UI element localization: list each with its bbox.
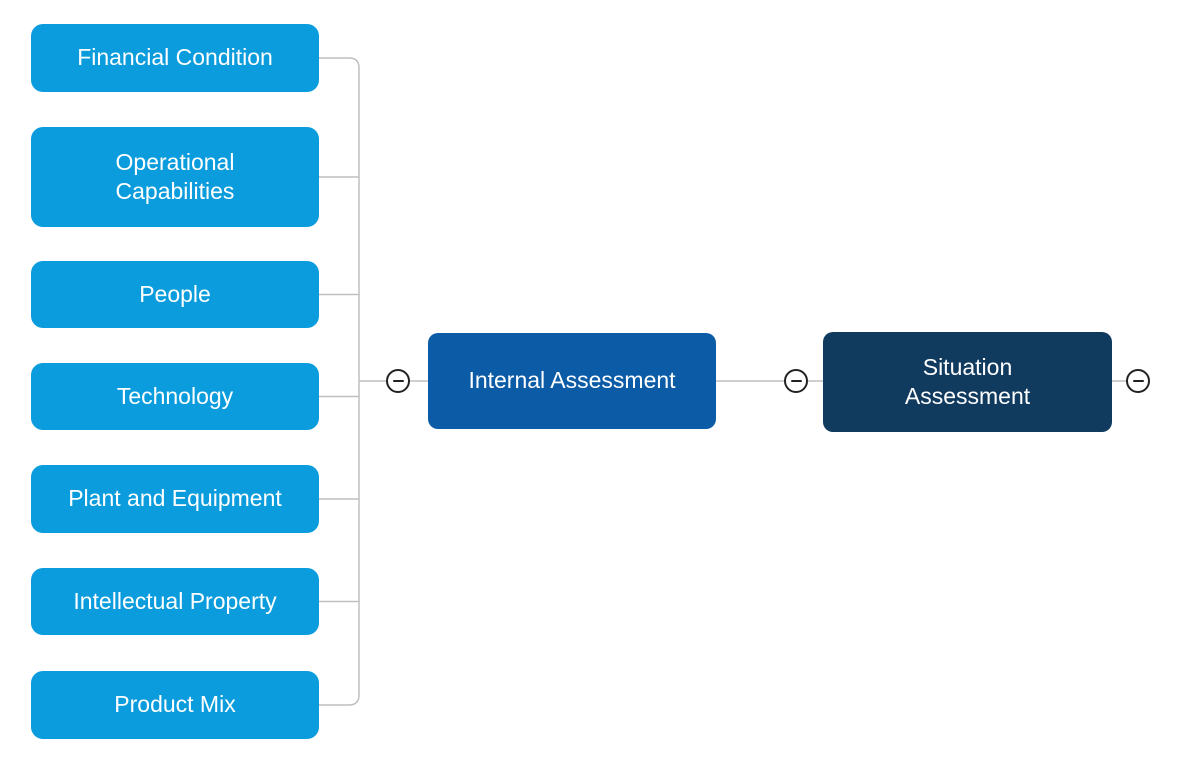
topic-technology[interactable]: Technology — [31, 363, 319, 430]
topic-label: Internal Assessment — [468, 367, 676, 394]
topic-situation-assessment[interactable]: Situation Assessment — [823, 332, 1112, 432]
topic-operational-capabilities[interactable]: Operational Capabilities — [31, 127, 319, 227]
topic-internal-assessment[interactable]: Internal Assessment — [428, 333, 716, 429]
minus-icon — [392, 380, 404, 382]
collapse-toggle-situation-assessment-left[interactable] — [784, 369, 808, 393]
children-bracket-connector — [319, 57, 360, 706]
topic-label: Operational Capabilities — [115, 148, 235, 204]
topic-people[interactable]: People — [31, 261, 319, 328]
topic-label: Situation Assessment — [904, 353, 1031, 409]
topic-label: Intellectual Property — [73, 587, 277, 614]
topic-label: Technology — [116, 382, 234, 409]
topic-financial-condition[interactable]: Financial Condition — [31, 24, 319, 92]
topic-intellectual-property[interactable]: Intellectual Property — [31, 568, 319, 635]
topic-product-mix[interactable]: Product Mix — [31, 671, 319, 739]
topic-label: Plant and Equipment — [68, 485, 282, 512]
collapse-toggle-internal-assessment[interactable] — [386, 369, 410, 393]
collapse-toggle-situation-assessment-right[interactable] — [1126, 369, 1150, 393]
minus-icon — [1132, 380, 1144, 382]
topic-plant-and-equipment[interactable]: Plant and Equipment — [31, 465, 319, 533]
topic-label: Product Mix — [114, 691, 236, 718]
minus-icon — [790, 380, 802, 382]
topic-label: People — [139, 280, 211, 307]
topic-label: Financial Condition — [77, 44, 273, 71]
